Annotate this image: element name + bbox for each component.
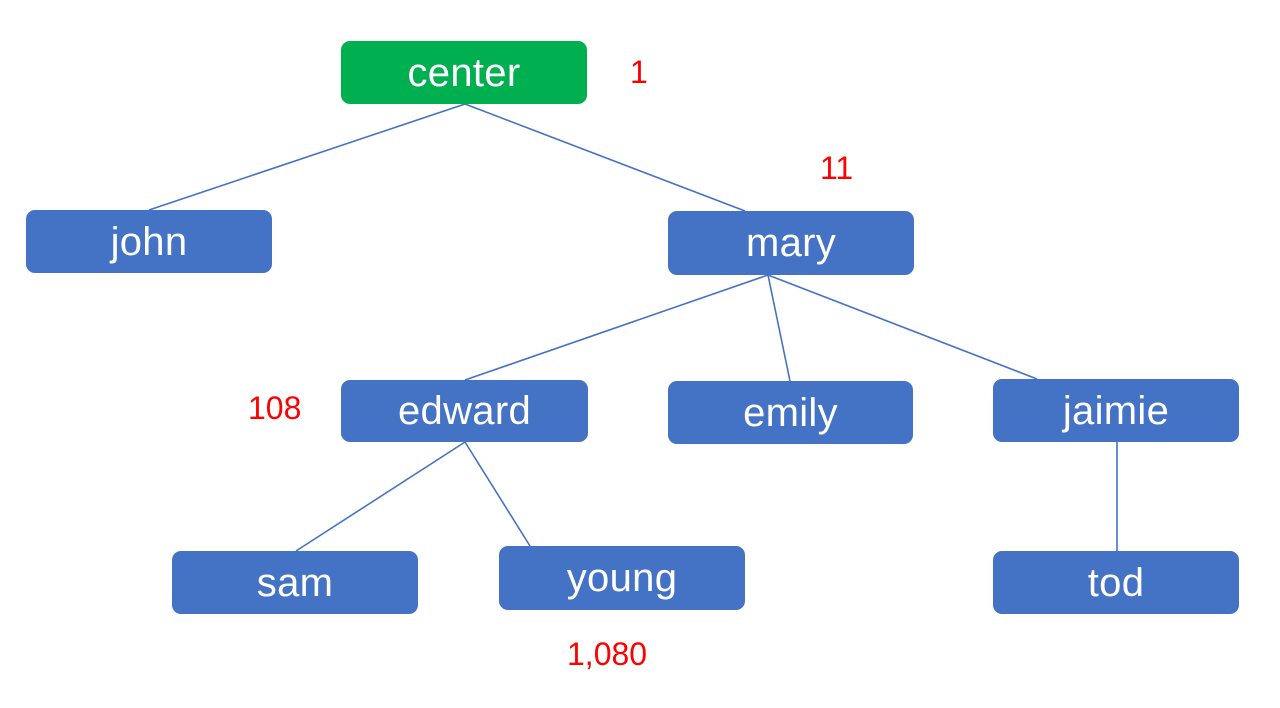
node-label: edward [398,389,531,433]
edge-mary-to-jaimie [767,274,1038,380]
node-label: mary [745,221,837,265]
node-emily[interactable]: emily [668,381,913,444]
node-label: center [407,50,521,95]
node-label: young [566,556,678,600]
edge-center-to-mary [464,103,746,212]
node-label: sam [256,560,334,605]
node-label: emily [743,390,838,435]
node-john[interactable]: john [26,210,272,273]
node-sam[interactable]: sam [172,551,418,614]
annotation-young: 1,080 [567,636,648,672]
node-tod[interactable]: tod [993,551,1239,614]
node-center[interactable]: center [341,41,587,104]
edge-mary-to-emily [767,274,791,382]
node-label: jaimie [1062,388,1170,433]
edge-mary-to-edward [464,274,769,381]
node-edward[interactable]: edward [341,380,588,442]
annotation-center: 1 [630,54,648,90]
node-mary[interactable]: mary [668,211,914,275]
node-label: tod [1087,560,1145,605]
node-label: john [110,219,188,264]
edge-edward-to-young [464,441,531,547]
annotation-edward: 108 [248,390,302,426]
node-young[interactable]: young [499,546,745,610]
node-jaimie[interactable]: jaimie [993,379,1239,442]
annotation-mary: 11 [820,150,854,186]
edge-center-to-john [148,103,466,211]
edge-edward-to-sam [295,441,466,552]
